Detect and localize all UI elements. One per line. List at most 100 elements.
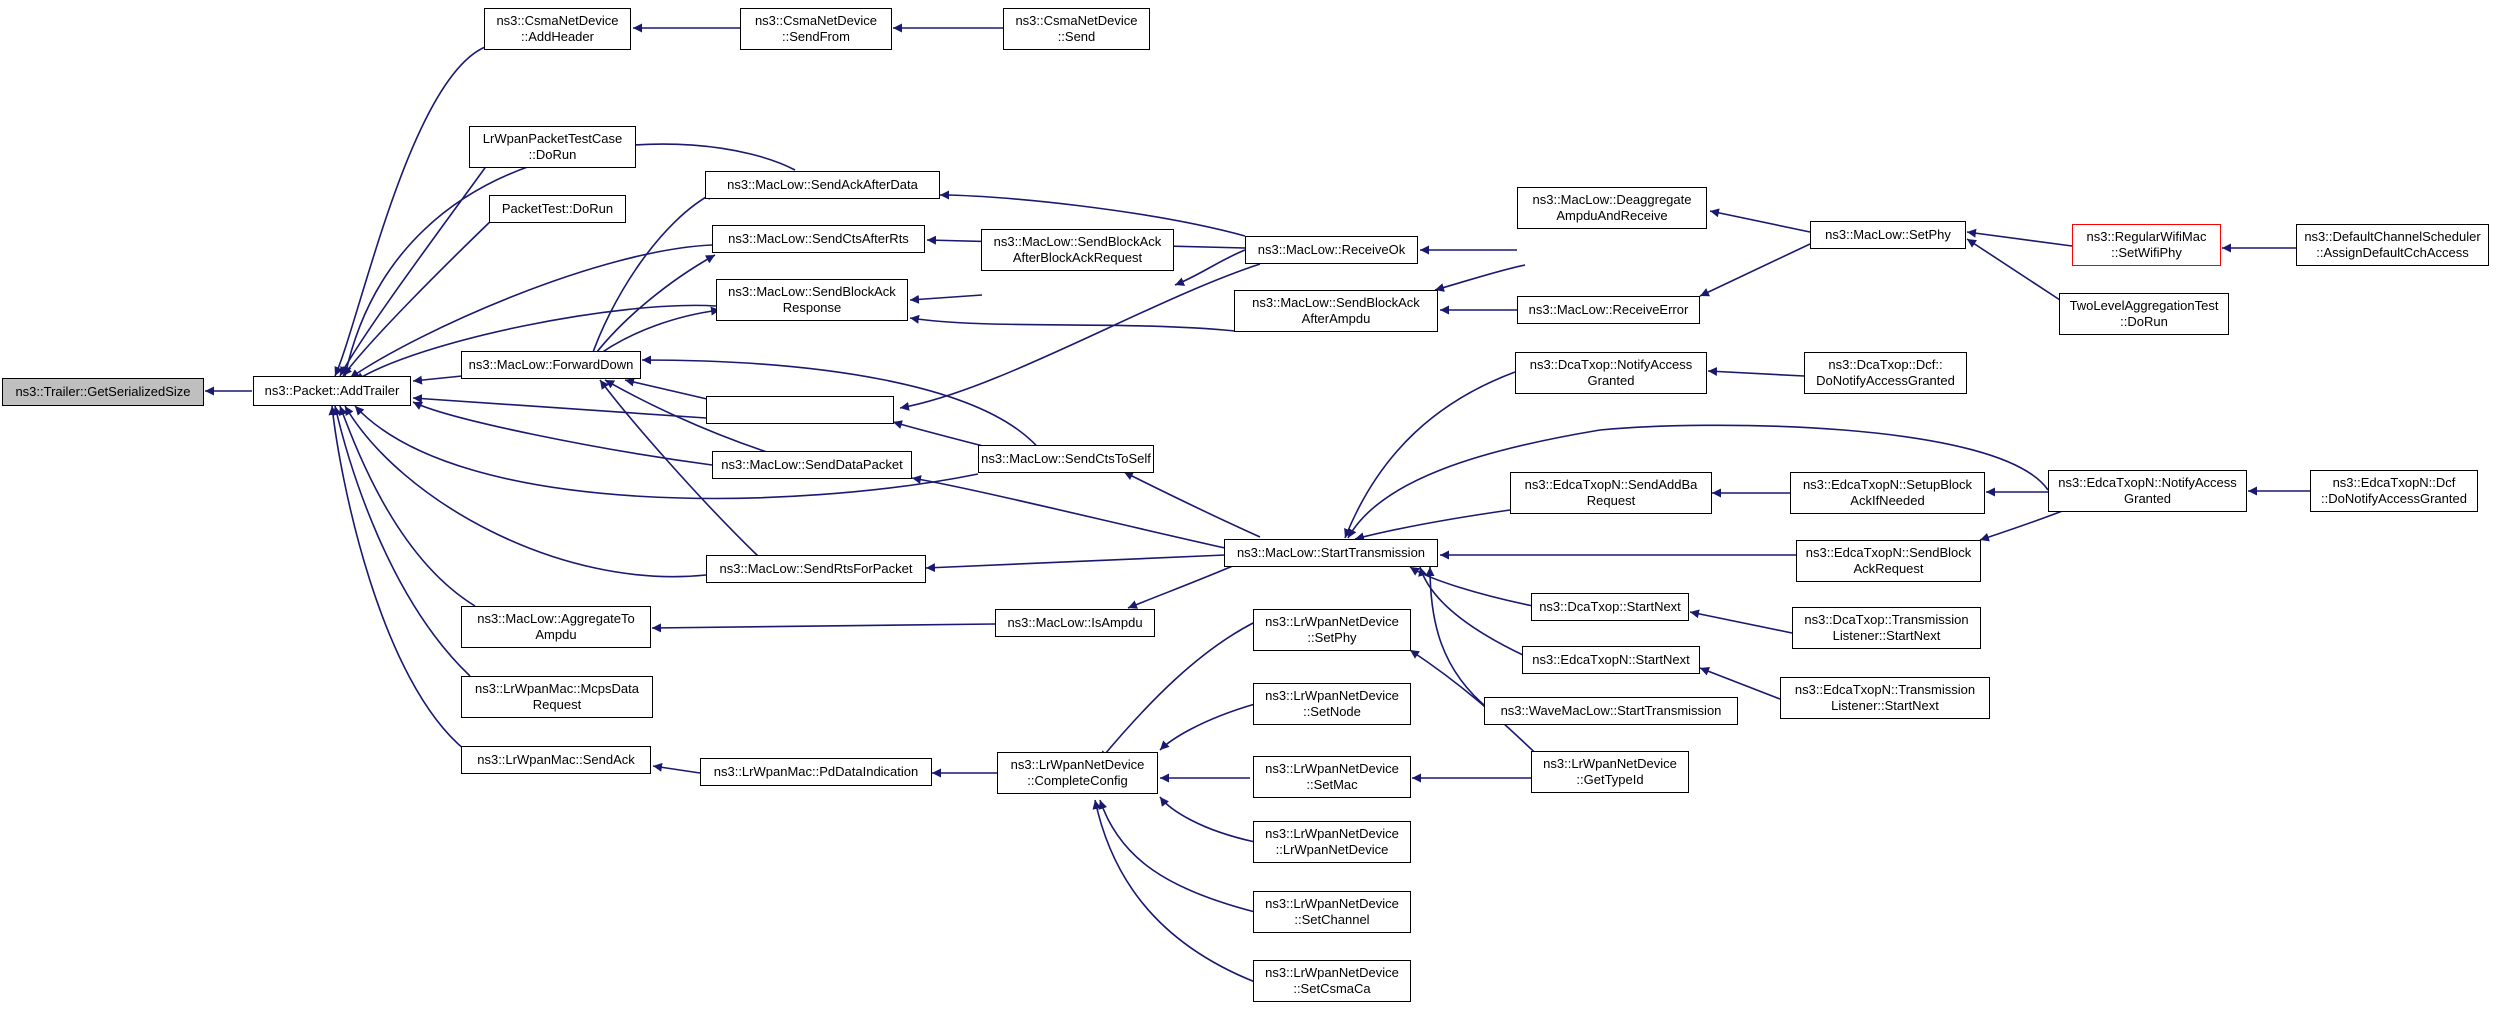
edge-sendack-to-addtrailer [328,405,466,751]
node-maclow-deaggregate[interactable]: ns3::MacLow::Deaggregate AmpduAndReceive [1517,187,1707,229]
edge-setphy-to-completeconfig [1099,621,1256,761]
node-trailer-getserializedsize[interactable]: ns3::Trailer::GetSerializedSize [2,378,204,406]
node-lrwpannetdevice-setcsmaca[interactable]: ns3::LrWpanNetDevice ::SetCsmaCa [1253,960,1411,1002]
edge-senddatapacket-to-addtrailer [412,401,713,466]
node-lrwpan-packettest-dorun[interactable]: LrWpanPacketTestCase ::DoRun [469,126,636,168]
node-maclow-sendblockackafterampdu[interactable]: ns3::MacLow::SendBlockAck AfterAmpdu [1234,290,1438,332]
edge-dcatxop-notify-to-starttransmission [1344,371,1516,539]
node-defaultchannelscheduler-assigndefaultcchaccess[interactable]: ns3::DefaultChannelScheduler ::AssignDef… [2296,224,2489,266]
edge-senddataaftercts-to-addtrailer [412,394,707,419]
edge-senddatapacket-to-forwarddown [604,379,771,454]
node-csma-send[interactable]: ns3::CsmaNetDevice ::Send [1003,8,1150,50]
node-twolevelaggregationtest-dorun[interactable]: TwoLevelAggregationTest ::DoRun [2059,293,2229,335]
node-dcatxop-dcf-donotifyaccessgranted[interactable]: ns3::DcaTxop::Dcf:: DoNotifyAccessGrante… [1804,352,1967,394]
node-packettest-dorun[interactable]: PacketTest::DoRun [489,195,626,223]
node-lrwpannetdevice-setphy[interactable]: ns3::LrWpanNetDevice ::SetPhy [1253,609,1411,651]
node-lrwpannetdevice-ctor[interactable]: ns3::LrWpanNetDevice ::LrWpanNetDevice [1253,821,1411,863]
node-maclow-starttransmission[interactable]: ns3::MacLow::StartTransmission [1224,539,1438,567]
edge-dcatxop-listener-to-startnext [1689,609,1793,634]
node-maclow-setphy[interactable]: ns3::MacLow::SetPhy [1810,221,1966,249]
edge-starttransmission-to-sendctstoself [1123,471,1261,538]
edge-twolevel-to-setphy [1966,238,2061,301]
node-csma-addheader[interactable]: ns3::CsmaNetDevice ::AddHeader [484,8,631,50]
edge-pddataindication-to-sendack [652,762,701,774]
node-maclow-senddataaftercts[interactable] [706,396,894,424]
edge-isampdu-to-aggregatetoampdu [651,623,996,633]
edge-packettest-to-addtrailer [342,216,496,377]
edge-gettypeid-to-lrwpan-setphy [1409,649,1546,763]
node-maclow-receiveok[interactable]: ns3::MacLow::ReceiveOk [1245,236,1418,264]
node-edca-transmissionlistener-startnext[interactable]: ns3::EdcaTxopN::Transmission Listener::S… [1780,677,1990,719]
edge-setchannel-to-completeconfig [1098,799,1256,913]
edge-sendrtsforpacket-to-forwarddown [599,379,761,559]
edge-sendctstoself-to-addtrailer [354,405,979,500]
edge-edca-sendaddba-to-starttransmission [1354,509,1511,542]
node-maclow-sendblockackafterbar[interactable]: ns3::MacLow::SendBlockAck AfterBlockAckR… [981,229,1174,271]
node-edca-setupblockackifneeded[interactable]: ns3::EdcaTxopN::SetupBlock AckIfNeeded [1790,472,1985,514]
edge-forwarddown-to-addtrailer [412,375,463,385]
node-maclow-sendctstoself[interactable]: ns3::MacLow::SendCtsToSelf [978,445,1154,473]
node-lrwpanmac-mcpsdatarequest[interactable]: ns3::LrWpanMac::McpsData Request [461,676,653,718]
node-edca-sendaddbarequest[interactable]: ns3::EdcaTxopN::SendAddBa Request [1510,472,1712,514]
node-edca-dcf-donotifyaccessgranted[interactable]: ns3::EdcaTxopN::Dcf ::DoNotifyAccessGran… [2310,470,2478,512]
node-edca-startnext[interactable]: ns3::EdcaTxopN::StartNext [1522,646,1700,674]
node-maclow-sendctsafterrts[interactable]: ns3::MacLow::SendCtsAfterRts [712,225,925,253]
edge-deaggregate-to-sendblockackafterampdu [1434,264,1526,292]
node-maclow-isampdu[interactable]: ns3::MacLow::IsAmpdu [995,609,1155,637]
edge-setnode-to-completeconfig [1159,703,1256,751]
edge-addheader-to-addtrailer [334,46,486,377]
node-lrwpannetdevice-completeconfig[interactable]: ns3::LrWpanNetDevice ::CompleteConfig [997,752,1158,794]
edge-lrwpanpackettest-to-addtrailer [339,160,491,377]
edge-setphy-to-deaggregate [1709,208,1811,233]
node-edca-sendblockackrequest[interactable]: ns3::EdcaTxopN::SendBlock AckRequest [1796,540,1981,582]
edge-sendblockackresponse-to-addtrailer [354,304,717,382]
edge-senddataaftercts-to-forwarddown [624,377,721,403]
edge-edca-startnext-to-starttransmission [1418,566,1526,657]
edge-sendctstoself-to-forwarddown [641,355,1046,457]
edge-receiveok-to-sendblockackafterbar [1174,249,1246,286]
node-lrwpannetdevice-gettypeid[interactable]: ns3::LrWpanNetDevice ::GetTypeId [1531,751,1689,793]
edge-starttransmission-to-sendrtsforpacket [925,554,1226,573]
edge-sendctsafterrts-to-addtrailer [349,244,713,379]
edge-mcpsdatarequest-to-addtrailer [332,405,471,677]
node-packet-addtrailer[interactable]: ns3::Packet::AddTrailer [253,376,411,406]
node-maclow-forwarddown[interactable]: ns3::MacLow::ForwardDown [461,351,641,379]
node-edca-notifyaccessgranted[interactable]: ns3::EdcaTxopN::NotifyAccess Granted [2048,470,2247,512]
node-maclow-sendrtsforpacket[interactable]: ns3::MacLow::SendRtsForPacket [706,555,926,583]
edge-ctor-to-completeconfig [1159,796,1256,843]
edge-starttransmission-to-isampdu [1127,564,1236,609]
node-maclow-aggregatetoampdu[interactable]: ns3::MacLow::AggregateTo Ampdu [461,606,651,648]
node-dcatxop-startnext[interactable]: ns3::DcaTxop::StartNext [1531,593,1689,621]
node-csma-sendfrom[interactable]: ns3::CsmaNetDevice ::SendFrom [740,8,892,50]
edge-starttransmission-to-senddatapacket [911,475,1226,549]
edge-edca-notify-to-sendblockackrequest [1979,507,2071,542]
node-maclow-receiveerror[interactable]: ns3::MacLow::ReceiveError [1517,296,1700,324]
node-lrwpannetdevice-setchannel[interactable]: ns3::LrWpanNetDevice ::SetChannel [1253,891,1411,933]
node-dcatxop-transmissionlistener-startnext[interactable]: ns3::DcaTxop::Transmission Listener::Sta… [1792,607,1981,649]
edge-receiveok-to-senddataaftercts [899,263,1261,411]
node-lrwpanmac-sendack[interactable]: ns3::LrWpanMac::SendAck [461,746,651,774]
node-lrwpannetdevice-setmac[interactable]: ns3::LrWpanNetDevice ::SetMac [1253,756,1411,798]
edge-setphy-to-receiveerror [1699,243,1811,297]
edge-edca-notify-to-starttransmission [1347,424,2049,539]
node-regularwifimac-setwifiphy[interactable]: ns3::RegularWifiMac ::SetWifiPhy [2072,224,2221,266]
edge-forwarddown-to-sendctsafterrts [589,254,716,362]
edge-dcf-donotify-to-dcatxop-notify [1707,366,1805,377]
edge-sendblockackafterbar-to-sendblockackresponse [909,294,983,304]
edge-dcatxop-startnext-to-starttransmission [1409,566,1534,607]
node-maclow-senddatapacket[interactable]: ns3::MacLow::SendDataPacket [712,451,912,479]
edge-edca-listener-to-edca-startnext [1699,667,1781,700]
node-maclow-sendackafterdata[interactable]: ns3::MacLow::SendAckAfterData [705,171,940,199]
node-lrwpannetdevice-setnode[interactable]: ns3::LrWpanNetDevice ::SetNode [1253,683,1411,725]
edge-sendblockackafterampdu-to-sendblockackresponse [909,314,1236,332]
edge-forwarddown-to-sendackafterdata [589,191,716,362]
edges [205,23,2310,983]
node-maclow-sendblockackresponse[interactable]: ns3::MacLow::SendBlockAck Response [716,279,908,321]
node-dcatxop-notifyaccessgranted[interactable]: ns3::DcaTxop::NotifyAccess Granted [1515,352,1707,394]
node-wavemaclow-starttransmission[interactable]: ns3::WaveMacLow::StartTransmission [1484,697,1738,725]
node-lrwpanmac-pddataindication[interactable]: ns3::LrWpanMac::PdDataIndication [700,758,932,786]
edge-setcsmaca-to-completeconfig [1092,799,1256,983]
edge-sendrtsforpacket-to-addtrailer [344,405,707,578]
edge-receiveok-to-sendackafterdata [939,190,1246,237]
